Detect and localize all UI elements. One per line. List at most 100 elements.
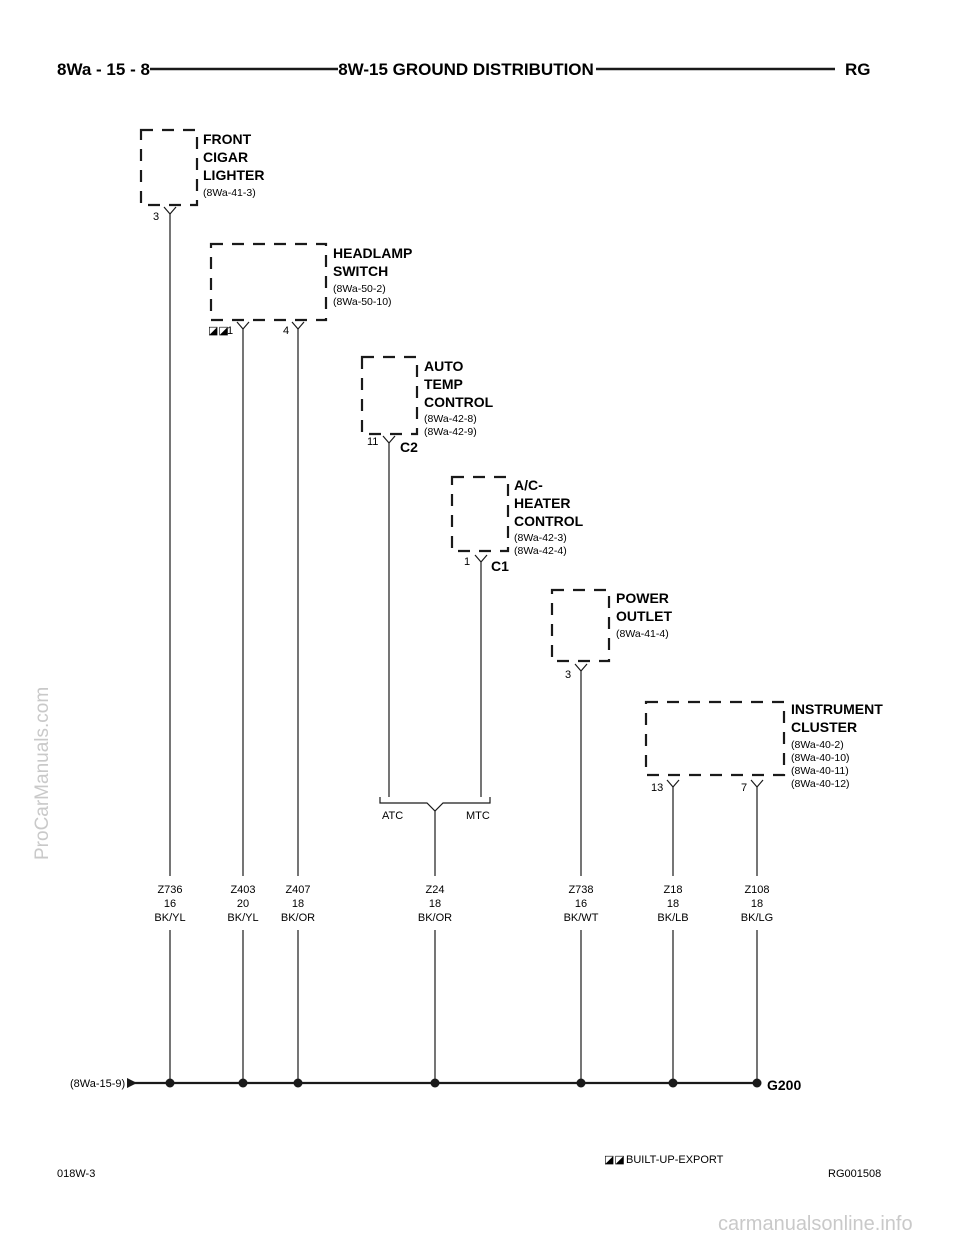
component-name-line: TEMP (424, 376, 463, 392)
component-name-line: A/C- (514, 477, 543, 493)
wire-circuit: Z108 (744, 884, 769, 896)
ground-ref: (8Wa-15-9) (70, 1078, 125, 1090)
component-ref: (8Wa-40-12) (791, 778, 850, 790)
ground-bus: (8Wa-15-9) G200 (70, 1077, 801, 1093)
connector-terminal (750, 779, 764, 788)
splice-dots (165, 1078, 762, 1088)
component-ref: (8Wa-40-10) (791, 752, 850, 764)
pin-number: 4 (283, 325, 289, 337)
component-name-line: OUTLET (616, 608, 672, 624)
component-ref: (8Wa-42-8) (424, 413, 477, 425)
splice-dot (668, 1078, 678, 1088)
wire-label-z18: Z18 18 BK/LB (657, 884, 688, 924)
wire-gauge: 20 (237, 898, 249, 910)
component-ref: (8Wa-42-3) (514, 532, 567, 544)
connector-terminal (291, 321, 305, 330)
component-box (450, 475, 510, 553)
wire-circuit: Z18 (664, 884, 683, 896)
component-ref: (8Wa-50-2) (333, 283, 386, 295)
component-name-line: HEADLAMP (333, 245, 412, 261)
wire-labels: Z736 16 BK/YL Z403 20 BK/YL Z407 18 BK/O… (154, 884, 773, 924)
wire-color: BK/YL (227, 912, 258, 924)
side-watermark: ProCarManuals.com (32, 687, 53, 860)
pin-number: 3 (153, 211, 159, 223)
splice-label-mtc: MTC (466, 810, 490, 822)
connector-id: C1 (491, 558, 509, 574)
wire-circuit: Z738 (568, 884, 593, 896)
component-name-line: FRONT (203, 131, 252, 147)
component-ref: (8Wa-42-4) (514, 545, 567, 557)
ground-arrow (127, 1078, 137, 1088)
component-name-line: AUTO (424, 358, 464, 374)
bottom-watermark: carmanualsonline.info (718, 1213, 913, 1235)
component-box (360, 355, 419, 436)
wire-label-z736: Z736 16 BK/YL (154, 884, 185, 924)
component-ref: (8Wa-41-3) (203, 187, 256, 199)
component-headlamp-switch: HEADLAMP SWITCH (8Wa-50-2) (8Wa-50-10) ◪… (208, 242, 412, 337)
splice-dot (165, 1078, 175, 1088)
component-name-line: HEATER (514, 495, 571, 511)
connector-id: C2 (400, 439, 418, 455)
wire-color: BK/WT (564, 912, 599, 924)
wire-runs: ATC MTC (169, 214, 758, 1080)
wire-color: BK/OR (281, 912, 315, 924)
component-name-line: CONTROL (424, 394, 494, 410)
component-ref: (8Wa-42-9) (424, 426, 477, 438)
pin-number: 3 (565, 669, 571, 681)
wire-gauge: 16 (164, 898, 176, 910)
splice-dot (430, 1078, 440, 1088)
figure-id: 018W-3 (57, 1168, 95, 1180)
wire-circuit: Z407 (285, 884, 310, 896)
component-front-cigar-lighter: FRONT CIGAR LIGHTER (8Wa-41-3) 3 (139, 128, 264, 223)
connector-terminal (666, 779, 680, 788)
wire-gauge: 16 (575, 898, 587, 910)
component-name-line: CONTROL (514, 513, 584, 529)
component-instrument-cluster: INSTRUMENT CLUSTER (8Wa-40-2) (8Wa-40-10… (644, 700, 883, 794)
component-name-line: CLUSTER (791, 719, 857, 735)
component-box (139, 128, 199, 207)
component-ref: (8Wa-41-4) (616, 628, 669, 640)
wire-color: BK/LG (741, 912, 773, 924)
component-name-line: LIGHTER (203, 167, 264, 183)
connector-terminal (236, 321, 250, 330)
wire-circuit: Z24 (426, 884, 445, 896)
component-ac-heater-control: A/C- HEATER CONTROL (8Wa-42-3) (8Wa-42-4… (450, 475, 584, 574)
component-power-outlet: POWER OUTLET (8Wa-41-4) 3 (550, 588, 672, 681)
wire-gauge: 18 (292, 898, 304, 910)
legend-text: BUILT-UP-EXPORT (626, 1154, 724, 1166)
connector-terminal (382, 435, 396, 444)
component-name-line: POWER (616, 590, 669, 606)
splice-dot (752, 1078, 762, 1088)
wire-color: BK/LB (657, 912, 688, 924)
page-code: RG (845, 60, 871, 79)
splice-dot (238, 1078, 248, 1088)
component-name-line: INSTRUMENT (791, 701, 883, 717)
atc-mtc-splice (379, 797, 491, 812)
pin-number: 13 (651, 782, 663, 794)
wire-gauge: 18 (429, 898, 441, 910)
legend-symbol: ◪◪ (604, 1154, 625, 1166)
wire-circuit: Z403 (230, 884, 255, 896)
wire-label-z108: Z108 18 BK/LG (741, 884, 773, 924)
connector-terminal (163, 206, 177, 215)
wire-color: BK/OR (418, 912, 452, 924)
wire-label-z403: Z403 20 BK/YL (227, 884, 258, 924)
built-up-export-marker: ◪◪ (208, 325, 229, 337)
wire-label-z24: Z24 18 BK/OR (418, 884, 452, 924)
component-ref: (8Wa-40-11) (791, 765, 849, 777)
figure-code: RG001508 (828, 1168, 881, 1180)
connector-terminal (474, 554, 488, 563)
wire-circuit: Z736 (157, 884, 182, 896)
component-ref: (8Wa-50-10) (333, 296, 392, 308)
component-name-line: SWITCH (333, 263, 388, 279)
ground-name: G200 (767, 1077, 801, 1093)
splice-dot (576, 1078, 586, 1088)
wire-gauge: 18 (667, 898, 679, 910)
splice-dot (293, 1078, 303, 1088)
wire-label-z407: Z407 18 BK/OR (281, 884, 315, 924)
connector-terminal (574, 663, 588, 672)
component-box (550, 588, 611, 663)
wire-gauge: 18 (751, 898, 763, 910)
component-box (644, 700, 786, 777)
pin-number: 1 (227, 325, 233, 337)
